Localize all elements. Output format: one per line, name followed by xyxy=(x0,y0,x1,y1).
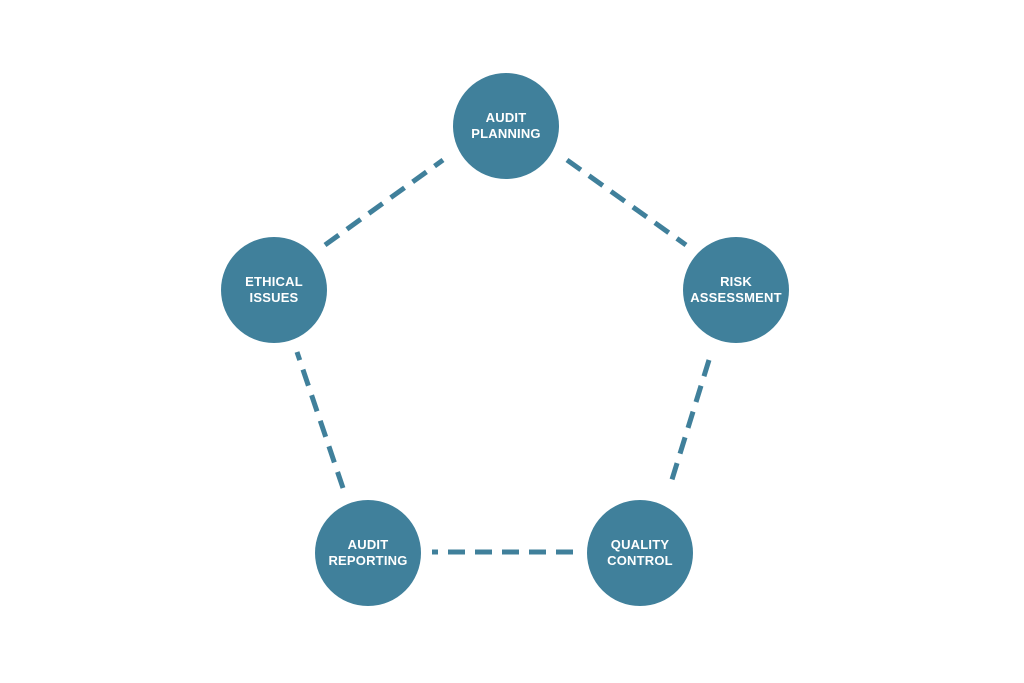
node-label: RISK ASSESSMENT xyxy=(690,274,782,306)
node-label-line2: REPORTING xyxy=(328,553,408,568)
node-label-line1: QUALITY xyxy=(610,537,670,552)
connector-audit-planning-risk-assessment xyxy=(565,157,688,248)
connector-risk-assessment-quality-control xyxy=(667,359,712,487)
node-label: AUDIT PLANNING xyxy=(471,110,541,142)
node-label: QUALITY CONTROL xyxy=(607,537,673,569)
node-label-line1: ETHICAL xyxy=(245,274,303,289)
node-label-line2: ASSESSMENT xyxy=(690,290,782,305)
node-ethical-issues: ETHICAL ISSUES xyxy=(221,237,327,343)
node-label-line2: CONTROL xyxy=(607,553,673,568)
node-label: AUDIT REPORTING xyxy=(328,537,407,569)
node-audit-reporting: AUDIT REPORTING xyxy=(315,500,421,606)
node-audit-planning: AUDIT PLANNING xyxy=(453,73,559,179)
node-label-line1: AUDIT xyxy=(485,110,527,125)
node-label: ETHICAL ISSUES xyxy=(245,274,303,306)
node-quality-control: QUALITY CONTROL xyxy=(587,500,693,606)
node-label-line2: PLANNING xyxy=(471,126,541,141)
node-label-line1: AUDIT xyxy=(347,537,389,552)
connector-ethical-issues-audit-planning xyxy=(323,157,445,248)
connector-audit-reporting-ethical-issues xyxy=(294,351,346,489)
node-label-line1: RISK xyxy=(720,274,752,289)
node-label-line2: ISSUES xyxy=(249,290,299,305)
node-risk-assessment: RISK ASSESSMENT xyxy=(683,237,789,343)
